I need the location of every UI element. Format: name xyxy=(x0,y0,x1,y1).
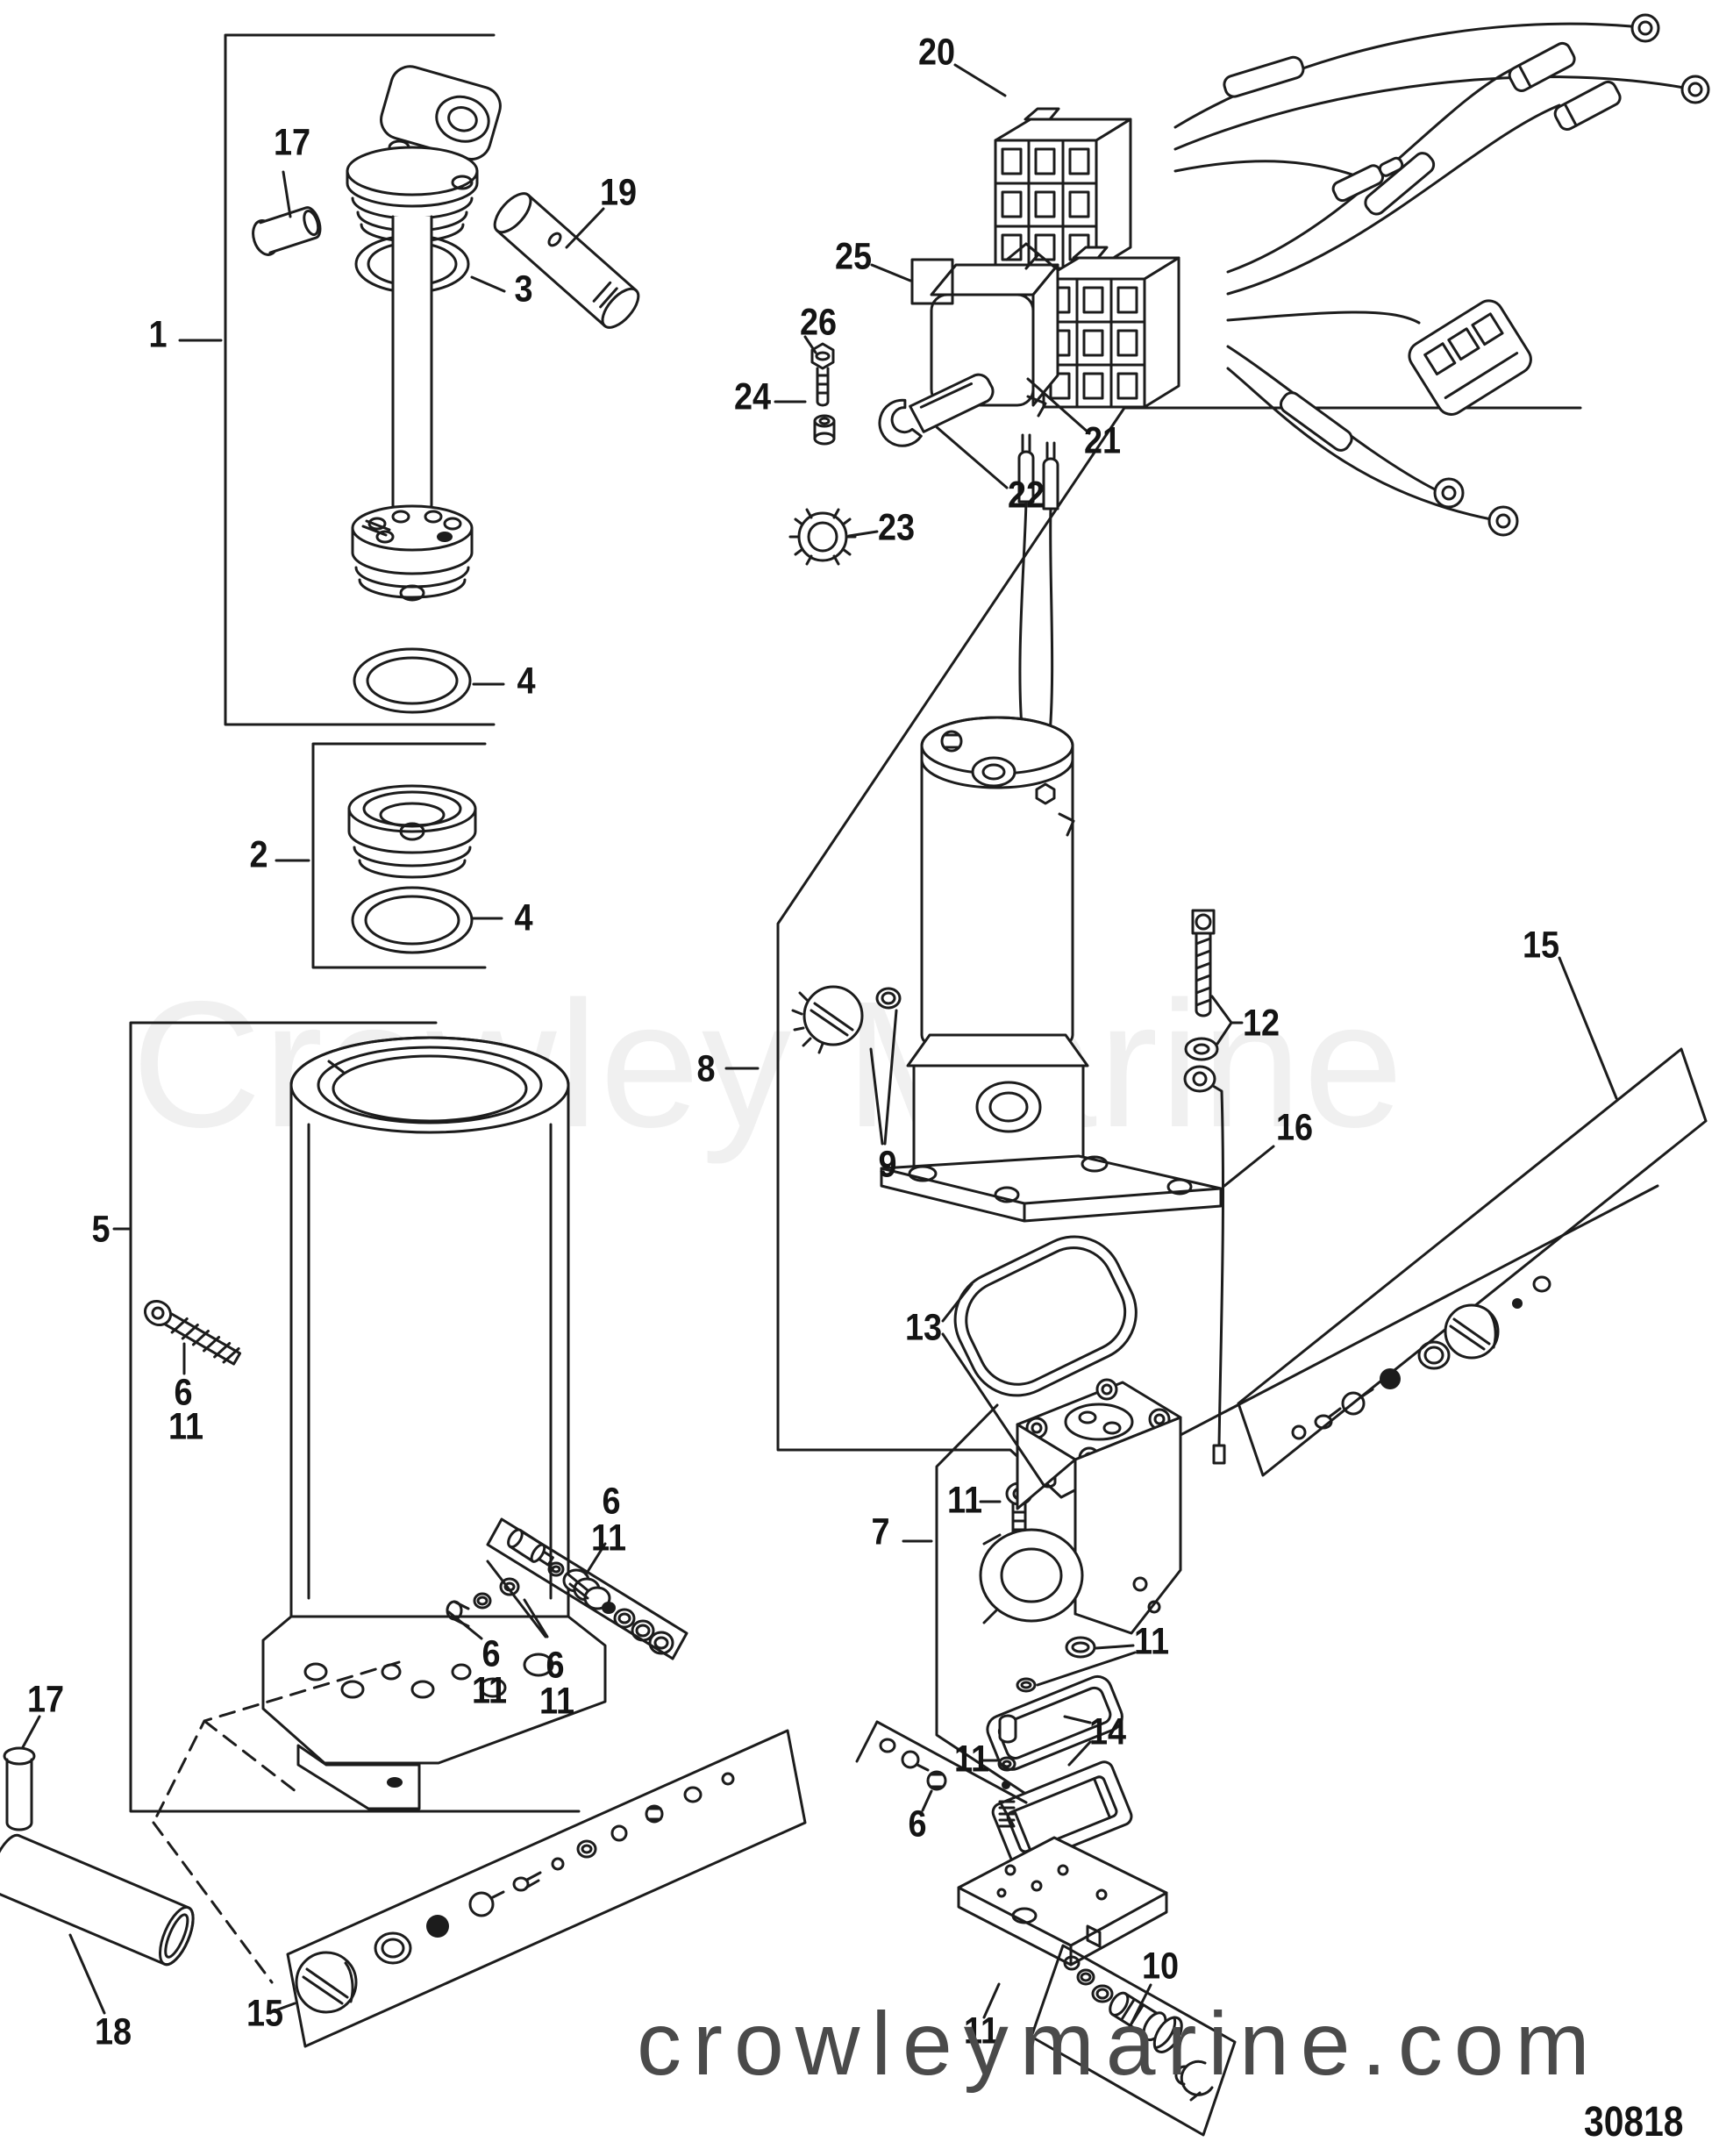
tilt-pin xyxy=(493,192,640,329)
valve-kit-band-lower-left xyxy=(286,1729,807,2048)
callout-15a: 15 xyxy=(246,1992,284,2035)
callout-12: 12 xyxy=(1242,1002,1280,1045)
callout-21: 21 xyxy=(1083,419,1122,462)
three-pin-connector xyxy=(1408,299,1532,416)
pump-assembly xyxy=(855,1378,1182,1868)
callout-17: 17 xyxy=(273,121,311,164)
wiring-harness xyxy=(994,13,1710,537)
seal-carrier-kit xyxy=(311,742,487,969)
website-text: crowleymarine.com xyxy=(637,1994,1601,2094)
callout-8: 8 xyxy=(696,1047,716,1090)
callout-24: 24 xyxy=(733,375,772,418)
dashed-guides xyxy=(152,1660,401,1984)
spool-valve-kit xyxy=(1030,1944,1237,2137)
callout-13: 13 xyxy=(904,1306,943,1349)
callout-20: 20 xyxy=(917,31,956,74)
callout-7: 7 xyxy=(871,1510,890,1553)
callout-2: 2 xyxy=(249,833,268,876)
callout-11g: 11 xyxy=(1133,1620,1170,1663)
callout-11a: 11 xyxy=(168,1405,204,1448)
trim-rod-assembly xyxy=(224,33,502,726)
callout-16: 16 xyxy=(1275,1106,1314,1149)
anchor-pin xyxy=(3,1746,36,1831)
drawing-number-text: 30818 xyxy=(1584,2099,1684,2145)
callout-22: 22 xyxy=(1007,474,1045,517)
callout-6b: 6 xyxy=(481,1632,501,1675)
manifold-plate xyxy=(957,1836,1168,1967)
callout-4: 4 xyxy=(517,660,536,703)
valve-kit-band-right xyxy=(1237,1047,1708,1477)
callout-3: 3 xyxy=(514,268,533,311)
callout-6d: 6 xyxy=(602,1480,621,1523)
callout-6a: 6 xyxy=(174,1371,193,1414)
leader-lines xyxy=(21,63,1618,2031)
callout-1: 1 xyxy=(148,313,168,356)
callout-26: 26 xyxy=(799,301,838,344)
valve-kit-band-upper xyxy=(446,1517,688,1660)
anode-cylinder xyxy=(0,1833,195,1967)
callout-17b: 17 xyxy=(26,1678,65,1721)
callout-4b: 4 xyxy=(514,896,533,939)
callout-9: 9 xyxy=(878,1143,897,1186)
callout-23: 23 xyxy=(877,506,916,549)
callout-18: 18 xyxy=(94,2010,132,2053)
callout-11c: 11 xyxy=(539,1680,575,1723)
cylinder-body xyxy=(129,1021,607,1813)
connector-block-b xyxy=(1042,246,1180,409)
connector-block-a xyxy=(994,107,1132,270)
callout-11d: 11 xyxy=(590,1517,627,1560)
callout-5: 5 xyxy=(91,1208,111,1251)
callout-15b: 15 xyxy=(1522,924,1560,967)
callout-25: 25 xyxy=(834,235,873,278)
callout-6e: 6 xyxy=(908,1803,927,1845)
callout-11h: 11 xyxy=(963,2010,1000,2052)
callout-14: 14 xyxy=(1088,1710,1127,1753)
callout-11e: 11 xyxy=(946,1479,983,1522)
callout-19: 19 xyxy=(599,171,638,214)
relay-and-hardware xyxy=(788,242,1059,566)
callout-6c: 6 xyxy=(546,1644,565,1687)
callout-11f: 11 xyxy=(953,1738,990,1781)
callout-10: 10 xyxy=(1141,1945,1180,1988)
callout-11b: 11 xyxy=(471,1669,508,1712)
